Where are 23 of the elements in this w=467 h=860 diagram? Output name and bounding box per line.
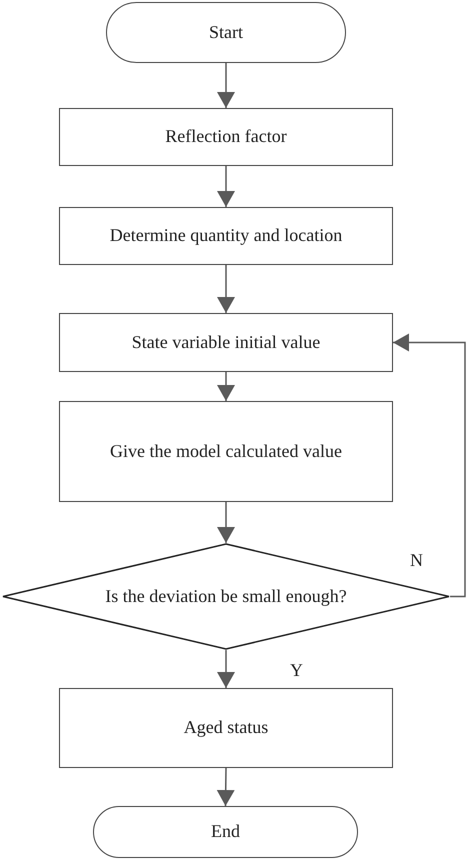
process-box [59, 108, 393, 166]
node-text: State variable initial value [132, 332, 320, 354]
arrow [217, 650, 235, 688]
node-text: Aged status [184, 717, 268, 739]
decision-diamond [2, 543, 450, 650]
process-box [59, 313, 393, 372]
arrow [217, 372, 235, 401]
node-text: Is the deviation be small enough? [105, 586, 347, 608]
node-text: Determine quantity and location [110, 225, 342, 247]
arrow [217, 265, 235, 313]
node-text: End [211, 821, 240, 843]
arrow [217, 166, 235, 207]
node-text: Give the model calculated value [110, 440, 342, 462]
process-box [59, 401, 393, 502]
process-box [59, 207, 393, 265]
arrow [217, 502, 235, 543]
arrow [217, 63, 235, 108]
arrow [393, 334, 466, 598]
arrow [216, 768, 235, 806]
terminal-shape [93, 806, 358, 858]
process-box [59, 688, 393, 768]
node-text: Start [209, 22, 243, 44]
node-text: Reflection factor [165, 126, 287, 148]
